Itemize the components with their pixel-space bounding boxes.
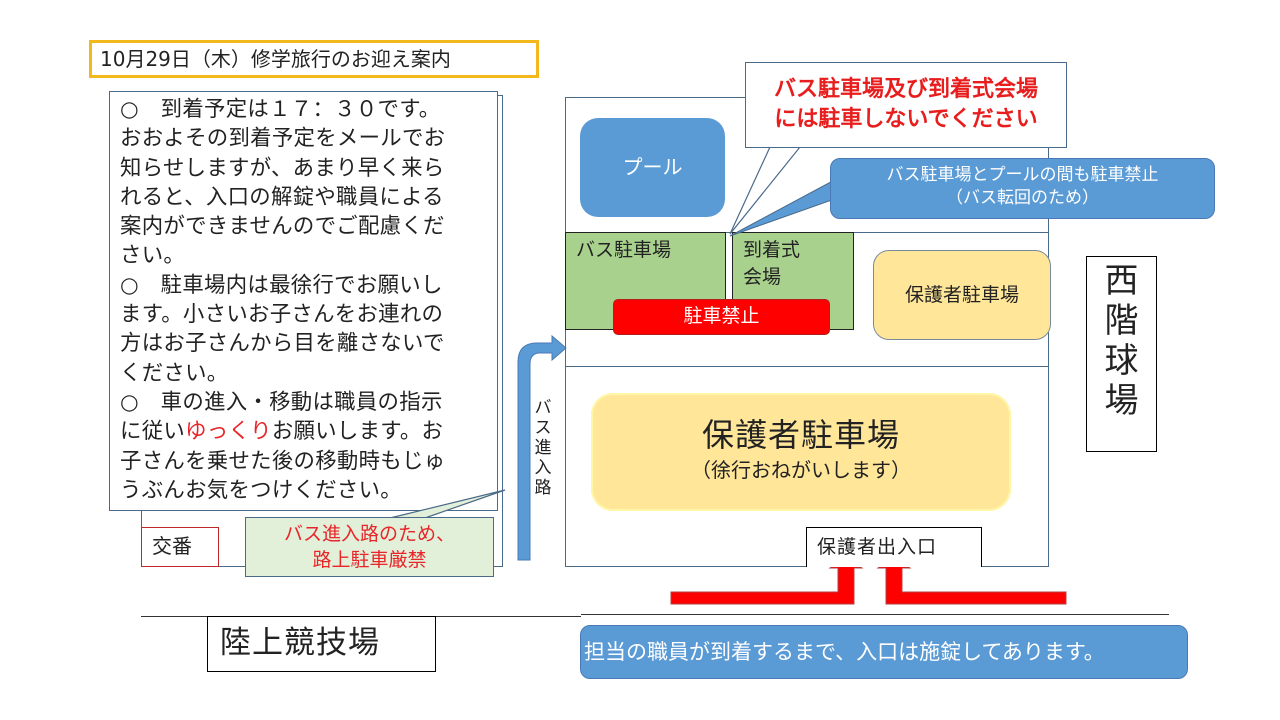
- parent-parking-title: 保護者駐車場: [701, 416, 900, 454]
- info-text: お願いします。お: [271, 419, 444, 445]
- info-text: に従い: [120, 419, 186, 445]
- ceremony-label-2: 会場: [743, 266, 782, 288]
- info-line: ○ 到着予定は１７：３０です。: [120, 97, 441, 122]
- bus-entry-arrow-icon: [517, 334, 567, 561]
- vertical-char: 階: [1104, 301, 1139, 341]
- callout-line: （バス転回のため）: [946, 188, 1099, 208]
- info-line: ください。: [120, 360, 229, 386]
- info-line: 案内ができませんのでご配慮くだ: [120, 214, 445, 240]
- bus-entry-road-label: バ ス 進 入 路: [530, 398, 556, 498]
- highlight-slowly: ゆっくり: [185, 419, 272, 445]
- road-line-right: [581, 614, 1169, 615]
- callout-line: バス進入路のため、: [283, 523, 455, 545]
- entrance-locked-note: 担当の職員が到着するまで、入口は施錠してあります。: [580, 625, 1188, 679]
- parent-parking-subtitle: （徐行おねがいします）: [691, 458, 911, 482]
- page-title: 10月29日（木）修学旅行のお迎え案内: [89, 40, 539, 78]
- pool: プール: [580, 118, 725, 217]
- callout-line: バス駐車場とプールの間も駐車禁止: [886, 165, 1159, 185]
- track-field-label: 陸上競技場: [207, 616, 436, 672]
- bus-turn-note-callout: バス駐車場とプールの間も駐車禁止 （バス転回のため）: [830, 158, 1215, 219]
- vertical-char: ス: [534, 418, 552, 438]
- info-line: 方はお子さんから目を離さないで: [120, 331, 445, 357]
- vertical-char: 場: [1104, 381, 1139, 421]
- parent-gate-label: 保護者出入口: [806, 527, 982, 567]
- vertical-char: 進: [534, 438, 552, 458]
- callout-line: 路上駐車厳禁: [312, 549, 427, 571]
- police-box-label: 交番: [141, 527, 219, 567]
- info-line: ○ 駐車場内は最徐行でお願いし: [120, 272, 443, 298]
- info-line: おおよその到着予定をメールでお: [120, 126, 446, 152]
- info-line: うぶんお気をつけください。: [120, 477, 402, 503]
- west-baseball-field-label: 西 階 球 場: [1086, 256, 1157, 452]
- info-box: ○ 到着予定は１７：３０です。 おおよその到着予定をメールでお 知らせしますが、…: [109, 91, 498, 511]
- info-line: 子さんを乗せた後の移動時もじゅ: [120, 448, 446, 474]
- no-parking-warning-callout: バス駐車場及び到着式会場 には駐車しないでください: [745, 62, 1067, 148]
- vertical-char: 入: [534, 458, 552, 478]
- info-line: ます。小さいお子さんをお連れの: [120, 302, 444, 328]
- vertical-char: 路: [534, 478, 552, 498]
- site-divider-middle: [565, 366, 1049, 367]
- vertical-char: 球: [1104, 341, 1139, 381]
- info-line: さい。: [120, 243, 186, 269]
- vertical-char: バ: [534, 398, 552, 418]
- vertical-char: 西: [1104, 261, 1139, 301]
- ceremony-label-1: 到着式: [743, 239, 801, 261]
- road-warning-tail: [389, 489, 506, 519]
- callout-line: バス駐車場及び到着式会場: [773, 77, 1038, 102]
- info-line: に従いゆっくりお願いします。お: [120, 417, 489, 446]
- parent-parking-main: 保護者駐車場 （徐行おねがいします）: [591, 393, 1011, 511]
- info-line: れると、入口の解錠や職員による: [120, 184, 444, 210]
- info-line: ○ 車の進入・移動は職員の指示: [120, 389, 443, 415]
- info-line: 知らせしますが、あまり早く来ら: [120, 155, 445, 181]
- callout-line: には駐車しないでください: [774, 107, 1038, 132]
- no-parking-badge: 駐車禁止: [613, 299, 830, 335]
- road-no-parking-callout: バス進入路のため、 路上駐車厳禁: [245, 517, 494, 577]
- parent-parking-small: 保護者駐車場: [873, 250, 1051, 340]
